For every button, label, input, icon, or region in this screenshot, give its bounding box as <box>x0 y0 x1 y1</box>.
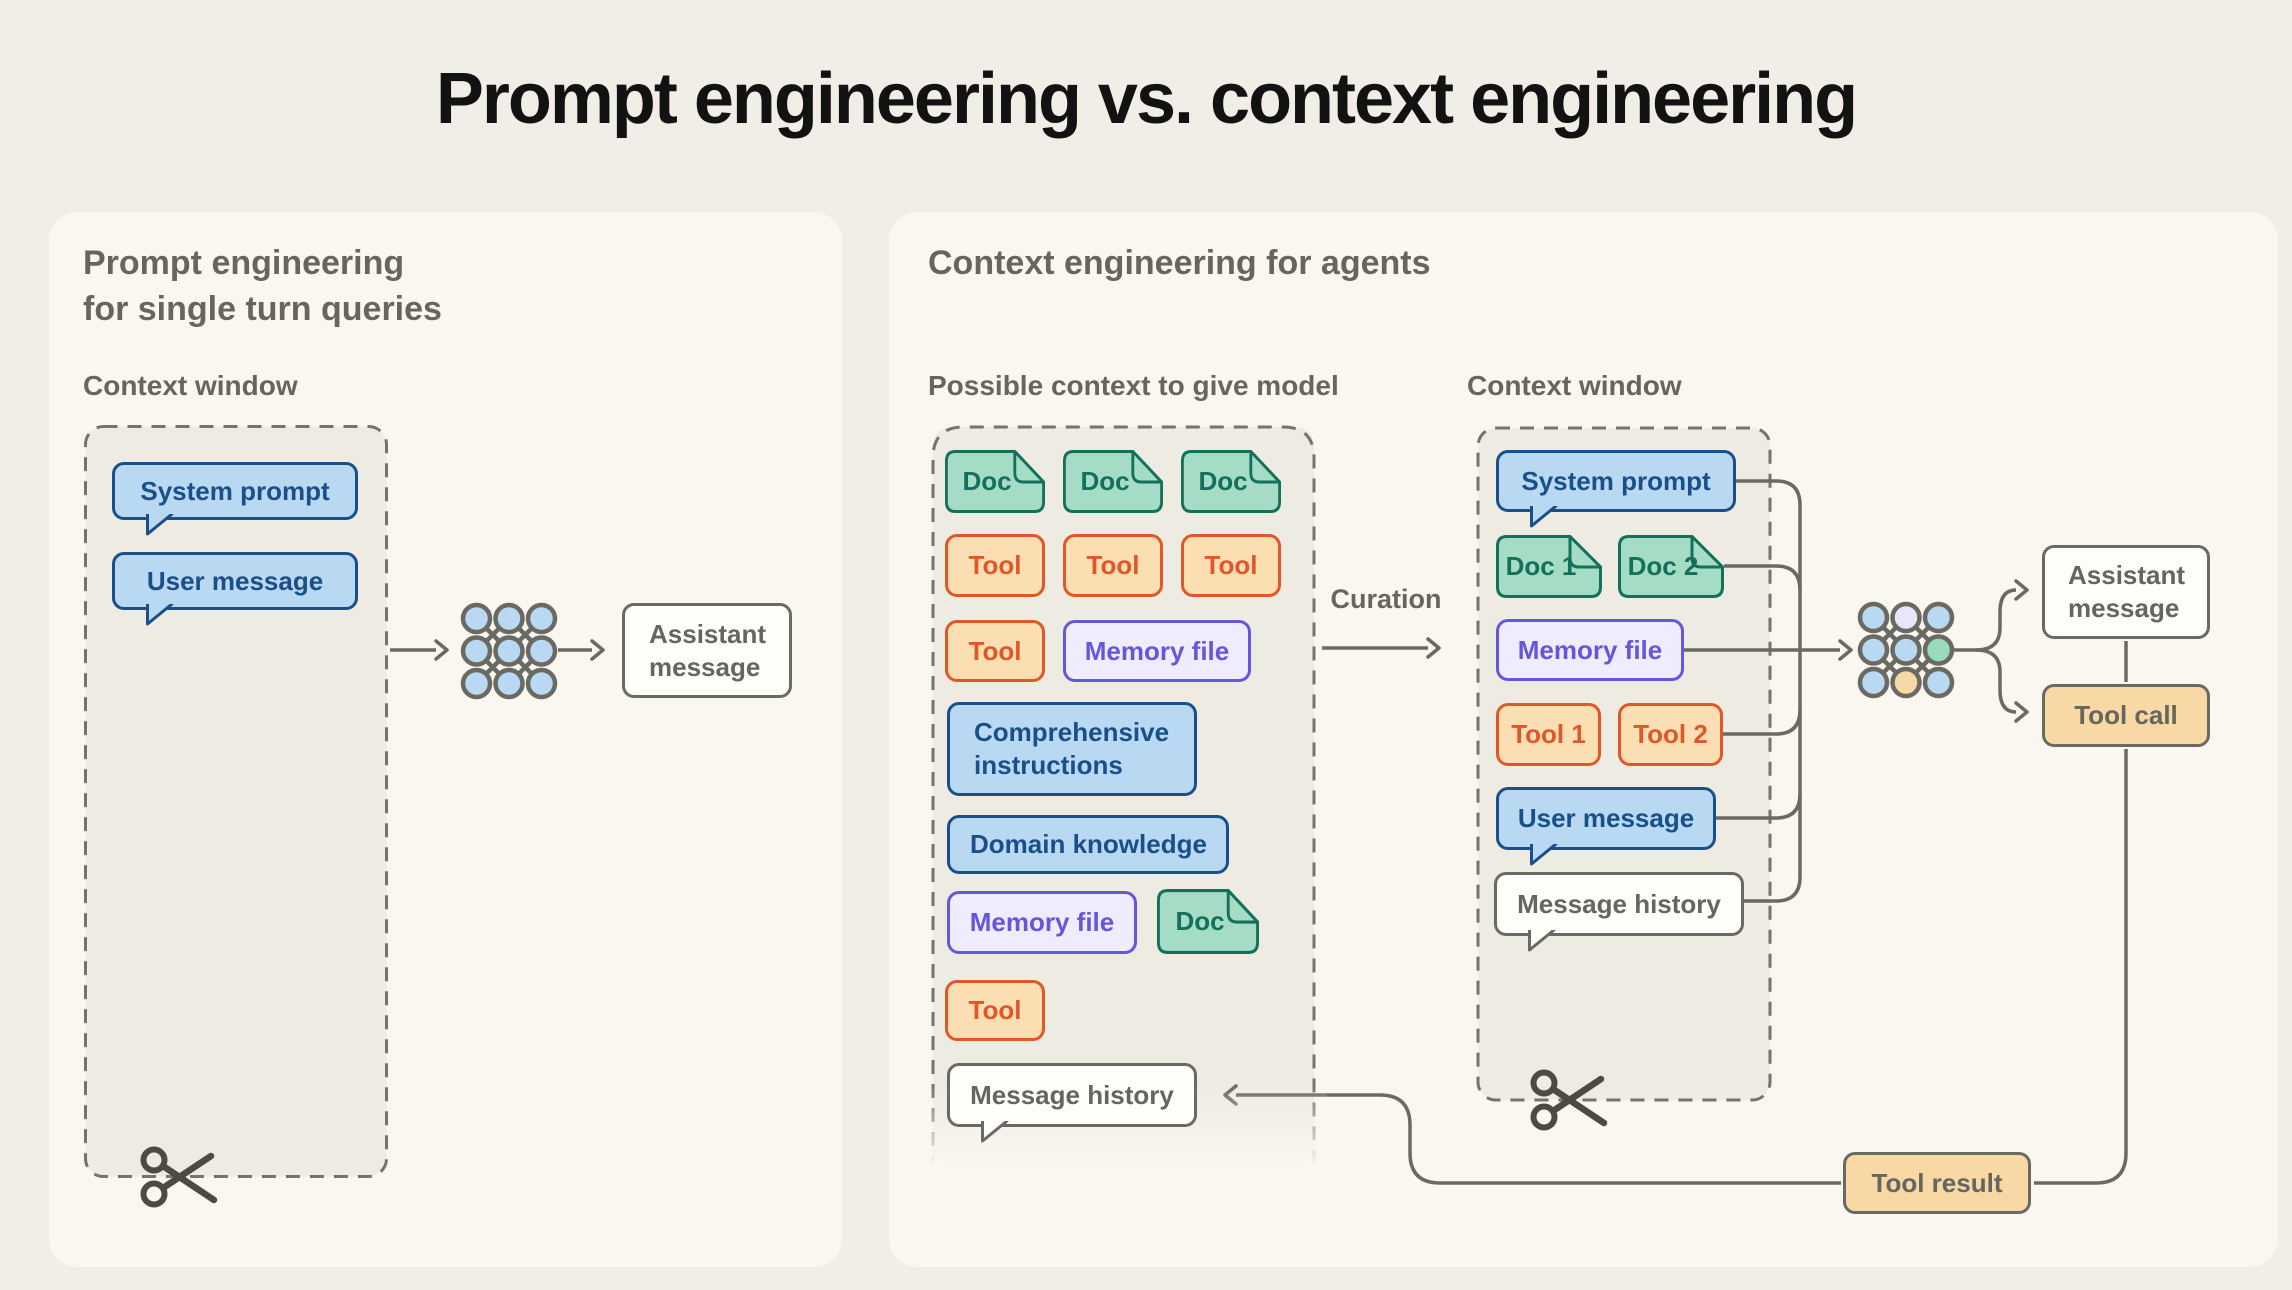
user-message-box-right: User message <box>1496 787 1716 866</box>
tool1-box: Tool 1 <box>1496 703 1601 766</box>
right-panel-heading: Context engineering for agents <box>928 244 1431 282</box>
domain-knowledge-box: Domain knowledge <box>947 815 1229 874</box>
user-message-box: User message <box>112 552 358 626</box>
message-history-box-pool: Message history <box>947 1063 1197 1143</box>
tool-box: Tool <box>1181 534 1281 597</box>
memory-file-box-right: Memory file <box>1496 619 1684 681</box>
possible-context-label: Possible context to give model <box>928 370 1339 401</box>
curation-label: Curation <box>1330 584 1442 614</box>
doc-box: Doc <box>1181 450 1281 513</box>
tool-box: Tool <box>945 980 1045 1041</box>
tool-box: Tool <box>1063 534 1163 597</box>
speech-tail <box>1530 506 1558 528</box>
speech-tail <box>1528 930 1556 952</box>
speech-tail <box>146 514 174 536</box>
doc-box: Doc <box>1063 450 1163 513</box>
left-panel-heading: Prompt engineering for single turn queri… <box>83 244 442 328</box>
speech-tail <box>146 604 174 626</box>
doc1-box: Doc 1 <box>1496 535 1602 598</box>
message-history-box-right: Message history <box>1494 872 1744 952</box>
tool-result-box: Tool result <box>1843 1152 2031 1214</box>
left-context-window-label: Context window <box>83 370 298 401</box>
doc2-box: Doc 2 <box>1618 535 1724 598</box>
doc-box: Doc <box>945 450 1045 513</box>
page-title: Prompt engineering vs. context engineeri… <box>435 59 1858 139</box>
tool2-box: Tool 2 <box>1618 703 1723 766</box>
system-prompt-box: System prompt <box>112 462 358 536</box>
system-prompt-box-right: System prompt <box>1496 450 1736 528</box>
tool-box: Tool <box>945 534 1045 597</box>
memory-file-box: Memory file <box>947 891 1137 954</box>
assistant-message-box-left: Assistant message <box>622 603 792 698</box>
speech-tail <box>1530 844 1558 866</box>
right-context-window-label: Context window <box>1467 370 1682 401</box>
memory-file-box: Memory file <box>1063 620 1251 682</box>
tool-call-box: Tool call <box>2042 684 2210 747</box>
doc-box: Doc <box>1157 889 1259 954</box>
assistant-message-box-right: Assistant message <box>2042 545 2210 639</box>
comprehensive-instructions-box: Comprehensive instructions <box>947 702 1197 796</box>
tool-box: Tool <box>945 620 1045 682</box>
speech-tail <box>981 1121 1009 1143</box>
